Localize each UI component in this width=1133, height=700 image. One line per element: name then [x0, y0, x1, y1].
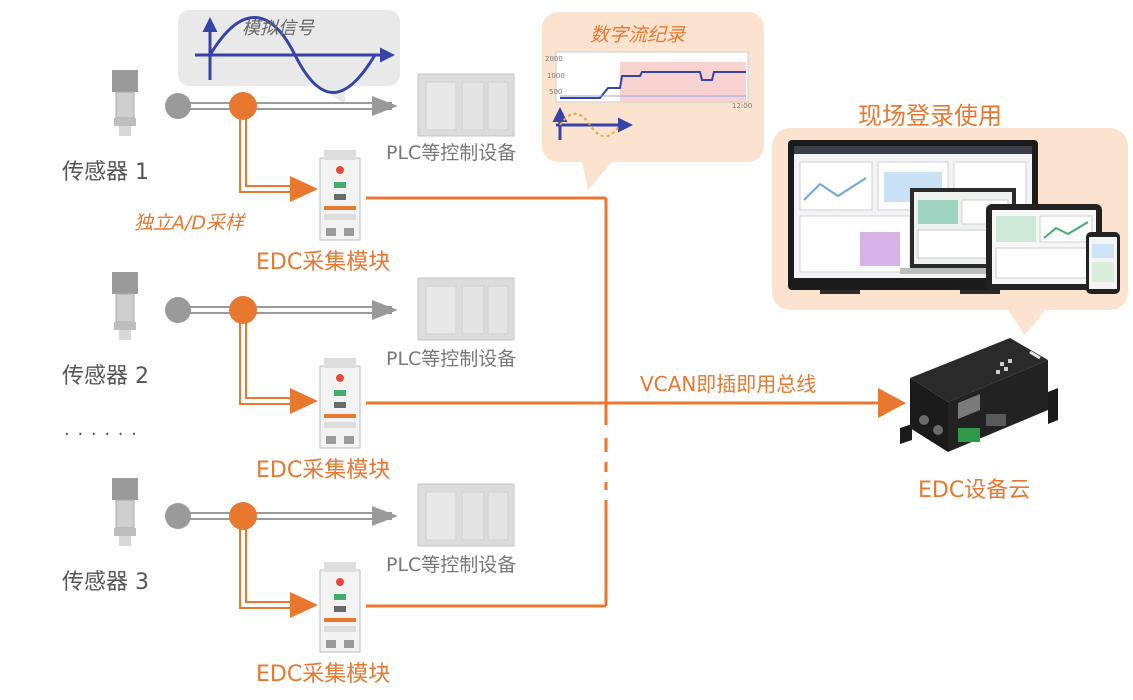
- plc-device-icon-3: [417, 483, 515, 547]
- ad-arrow-2: [290, 388, 318, 414]
- pressure-sensor-icon-2: [112, 272, 138, 340]
- mini-chart-ytick: 500: [549, 88, 563, 96]
- onsite-login-label: 现场登录使用: [858, 102, 1002, 130]
- independent-ad-label: 独立A/D采样: [134, 212, 245, 234]
- vcan-bus: [366, 196, 882, 608]
- edc-cloud-gateway-icon: [900, 338, 1058, 452]
- ellipsis-more-rows: · · · · · ·: [64, 424, 138, 445]
- signal-lines: [190, 96, 398, 526]
- edc-module-icon-3: [319, 562, 361, 653]
- analog-signal-label: 模拟信号: [242, 18, 314, 39]
- ad-arrow-1: [290, 176, 318, 202]
- signal-nodes: [165, 92, 257, 530]
- mini-chart-ytick: 1000: [547, 72, 565, 80]
- plc-label-1: PLC等控制设备: [386, 142, 517, 164]
- edc-module-label-3: EDC采集模块: [256, 662, 391, 687]
- digital-record-label: 数字流纪录: [590, 24, 686, 46]
- edc-cloud-label: EDC设备云: [918, 478, 1031, 503]
- digital-record-bubble: [542, 12, 764, 190]
- onsite-login-bubble: [772, 128, 1128, 335]
- analog-signal-bubble: [178, 10, 400, 104]
- edc-module-label-1: EDC采集模块: [256, 250, 391, 275]
- sensor-label-2: 传感器 2: [62, 364, 149, 389]
- vcan-bus-label: VCAN即插即用总线: [640, 372, 817, 396]
- mini-chart-xtick: 12:00: [732, 102, 753, 110]
- pressure-sensor-icon-3: [112, 478, 138, 546]
- edc-module-label-2: EDC采集模块: [256, 458, 391, 483]
- ad-arrow-3: [290, 592, 318, 618]
- mini-chart-ytick: 2000: [545, 55, 563, 63]
- edc-module-icon-1: [319, 150, 361, 241]
- ad-branch-lines: [239, 105, 300, 609]
- plc-label-2: PLC等控制设备: [386, 348, 517, 370]
- edc-module-icon-2: [319, 358, 361, 449]
- plc-device-icon-1: [417, 73, 515, 137]
- sensor-label-1: 传感器 1: [62, 160, 149, 185]
- pressure-sensor-icon-1: [112, 70, 138, 136]
- bus-arrow: [878, 388, 906, 418]
- plc-label-3: PLC等控制设备: [386, 554, 517, 576]
- sensor-label-3: 传感器 3: [62, 570, 149, 595]
- plc-device-icon-2: [417, 277, 515, 341]
